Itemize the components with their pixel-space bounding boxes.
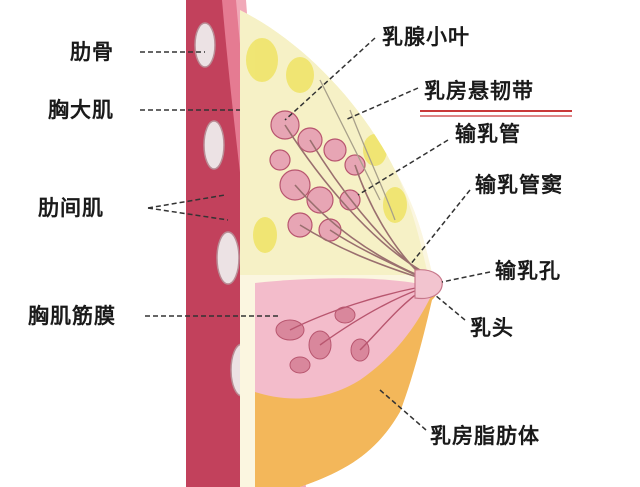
leader-lobule [284,37,376,121]
leader-duct [357,139,449,196]
leader-suspensory [344,87,419,121]
label-lobule: 乳腺小叶 [382,25,470,49]
label-pec-fascia: 胸肌筋膜 [28,304,116,328]
label-duct-sinus: 输乳管窦 [475,173,563,197]
label-intercostal: 肋间肌 [38,196,104,220]
label-duct-pore: 输乳孔 [495,259,561,283]
breast-body [240,10,439,487]
label-suspensory-ligament: 乳房悬韧带 [424,79,534,103]
leader-fat-body [379,389,427,431]
suspensory-ligaments [319,79,396,221]
yellow-fat-patches [246,38,407,253]
label-rib: 肋骨 [70,40,114,64]
label-fat-body: 乳房脂肪体 [430,424,540,448]
label-pec-major: 胸大肌 [48,98,114,122]
lactiferous-ducts [284,124,421,279]
label-duct: 输乳管 [455,122,521,146]
leader-intercostal-b [147,207,229,221]
leader-lines [140,37,491,431]
label-nipple: 乳头 [470,316,514,340]
nipple-shape [414,269,443,300]
leader-duct-sinus [409,189,471,266]
leader-nipple [434,294,466,321]
leader-duct-pore [441,271,491,283]
leader-intercostal-a [147,194,226,209]
